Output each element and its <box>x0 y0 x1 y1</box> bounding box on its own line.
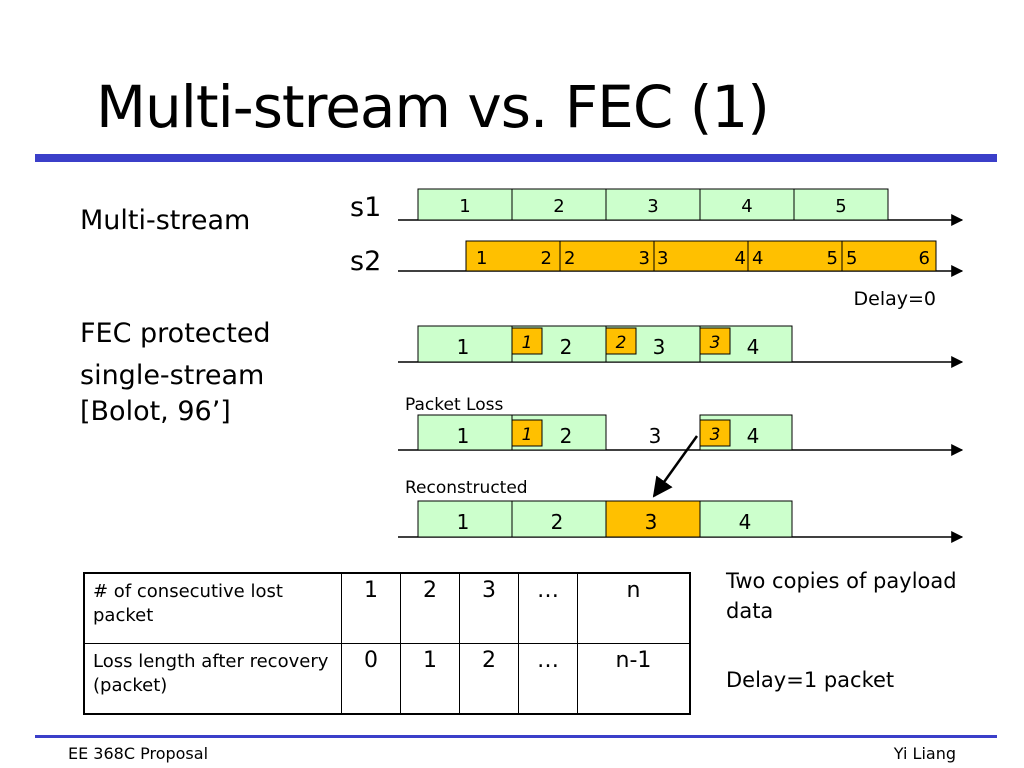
table-cell: 0 <box>341 643 401 715</box>
fec-packet: 1 <box>417 414 513 451</box>
table-row: # of consecutive lost packet 1 2 3 … n <box>83 572 691 644</box>
s2-packet-left-label: 3 <box>657 248 668 269</box>
fec-full-stream: 1 2 3 4 1 2 3 <box>398 325 964 368</box>
fec-tag-label: 3 <box>710 333 721 353</box>
s1-packet-label: 3 <box>647 196 658 217</box>
s2-label: s2 <box>350 246 381 277</box>
multi-stream-label: Multi-stream <box>80 205 251 236</box>
s2-packet: 5 6 <box>841 240 937 272</box>
s2-stream: 1 2 2 3 3 4 4 5 5 6 <box>398 240 964 277</box>
s1-label: s1 <box>350 192 381 223</box>
table-cell: 2 <box>459 643 519 715</box>
s2-packet-left-label: 4 <box>752 248 763 269</box>
s1-packet-label: 1 <box>459 196 470 217</box>
s2-packet-right-label: 4 <box>735 248 746 269</box>
recon-packet-label: 3 <box>645 510 658 534</box>
table-cell: … <box>518 572 578 644</box>
lost-packet: 3 <box>649 424 662 448</box>
fec-tag-label: 2 <box>616 333 627 353</box>
s1-packet: 2 <box>511 188 607 221</box>
footer-divider <box>35 735 997 738</box>
s2-packet-right-label: 3 <box>639 248 650 269</box>
footer-left: EE 368C Proposal <box>68 744 209 763</box>
table-cell: n-1 <box>577 643 691 715</box>
delay-zero-label: Delay=0 <box>854 288 937 310</box>
payload-note-line1: Two copies of payload <box>726 569 957 593</box>
s2-packet-right-label: 2 <box>541 248 552 269</box>
recovery-arrow <box>652 435 699 498</box>
s1-packet: 4 <box>699 188 795 221</box>
fec-tag: 3 <box>699 327 731 355</box>
fec-packet-label: 1 <box>457 424 470 448</box>
recon-packet: 4 <box>699 500 793 538</box>
s2-packet-right-label: 5 <box>827 248 838 269</box>
s1-packet-label: 4 <box>741 196 752 217</box>
recon-packet-label: 2 <box>551 510 564 534</box>
fec-packet-label: 4 <box>747 424 760 448</box>
fec-packet-label: 1 <box>457 335 470 359</box>
s1-packet-label: 5 <box>835 196 846 217</box>
s2-packet: 4 5 <box>747 240 843 272</box>
fec-label-line2: single-stream <box>80 360 265 391</box>
fec-packet: 1 <box>417 325 513 363</box>
recon-packet-recovered: 3 <box>605 500 701 538</box>
recon-packet: 2 <box>511 500 607 538</box>
fec-tag: 2 <box>605 327 637 355</box>
table-cell: 1 <box>341 572 401 644</box>
fec-tag: 1 <box>511 327 543 355</box>
s2-packet-left-label: 1 <box>476 248 487 269</box>
s2-packet-left-label: 5 <box>846 248 857 269</box>
loss-length-table: # of consecutive lost packet 1 2 3 … n L… <box>83 572 691 715</box>
s2-packet-right-label: 6 <box>919 248 930 269</box>
title-divider <box>35 154 997 162</box>
slide-title: Multi-stream vs. FEC (1) <box>96 73 770 141</box>
footer-right: Yi Liang <box>893 744 956 763</box>
s1-stream: 1 2 3 4 5 <box>398 188 964 226</box>
packet-loss-label: Packet Loss <box>405 395 503 415</box>
lost-packet-label: 3 <box>649 424 662 448</box>
reconstructed-label: Reconstructed <box>405 478 528 498</box>
table-cell: n <box>577 572 691 644</box>
fec-packet-label: 4 <box>747 335 760 359</box>
fec-loss-stream: 1 2 3 4 1 3 <box>398 414 964 456</box>
table-row: Loss length after recovery (packet) 0 1 … <box>83 643 691 715</box>
table-cell: 3 <box>459 572 519 644</box>
fec-tag-label: 1 <box>522 425 533 445</box>
table-cell: … <box>518 643 578 715</box>
recon-packet-label: 4 <box>739 510 752 534</box>
table-cell: 1 <box>400 643 460 715</box>
s1-packet: 1 <box>417 188 513 221</box>
table-row-header: Loss length after recovery (packet) <box>83 643 342 715</box>
table-row-header: # of consecutive lost packet <box>83 572 342 644</box>
fec-recon-stream: 1 2 3 4 <box>398 500 964 543</box>
s2-packet: 1 2 <box>465 240 561 272</box>
fec-packet-label: 2 <box>560 424 573 448</box>
fec-packet-label: 2 <box>560 335 573 359</box>
s2-packet-left-label: 2 <box>564 248 575 269</box>
fec-tag: 1 <box>511 419 543 447</box>
payload-note: Two copies of payload data <box>726 566 957 627</box>
delay-note: Delay=1 packet <box>726 668 895 692</box>
s1-packet-label: 2 <box>553 196 564 217</box>
recon-packet-label: 1 <box>457 510 470 534</box>
fec-tag-label: 1 <box>522 333 533 353</box>
fec-tag-label: 3 <box>710 425 721 445</box>
table-cell: 2 <box>400 572 460 644</box>
fec-tag: 3 <box>699 419 731 447</box>
s2-packet: 3 4 <box>653 240 749 272</box>
s1-packet: 3 <box>605 188 701 221</box>
fec-label-line3: [Bolot, 96’] <box>80 396 231 427</box>
s2-packet: 2 3 <box>559 240 655 272</box>
payload-note-line2: data <box>726 599 774 624</box>
fec-label-line1: FEC protected <box>80 318 271 349</box>
recon-packet: 1 <box>417 500 513 538</box>
fec-packet-label: 3 <box>653 335 666 359</box>
s1-packet: 5 <box>793 188 889 221</box>
